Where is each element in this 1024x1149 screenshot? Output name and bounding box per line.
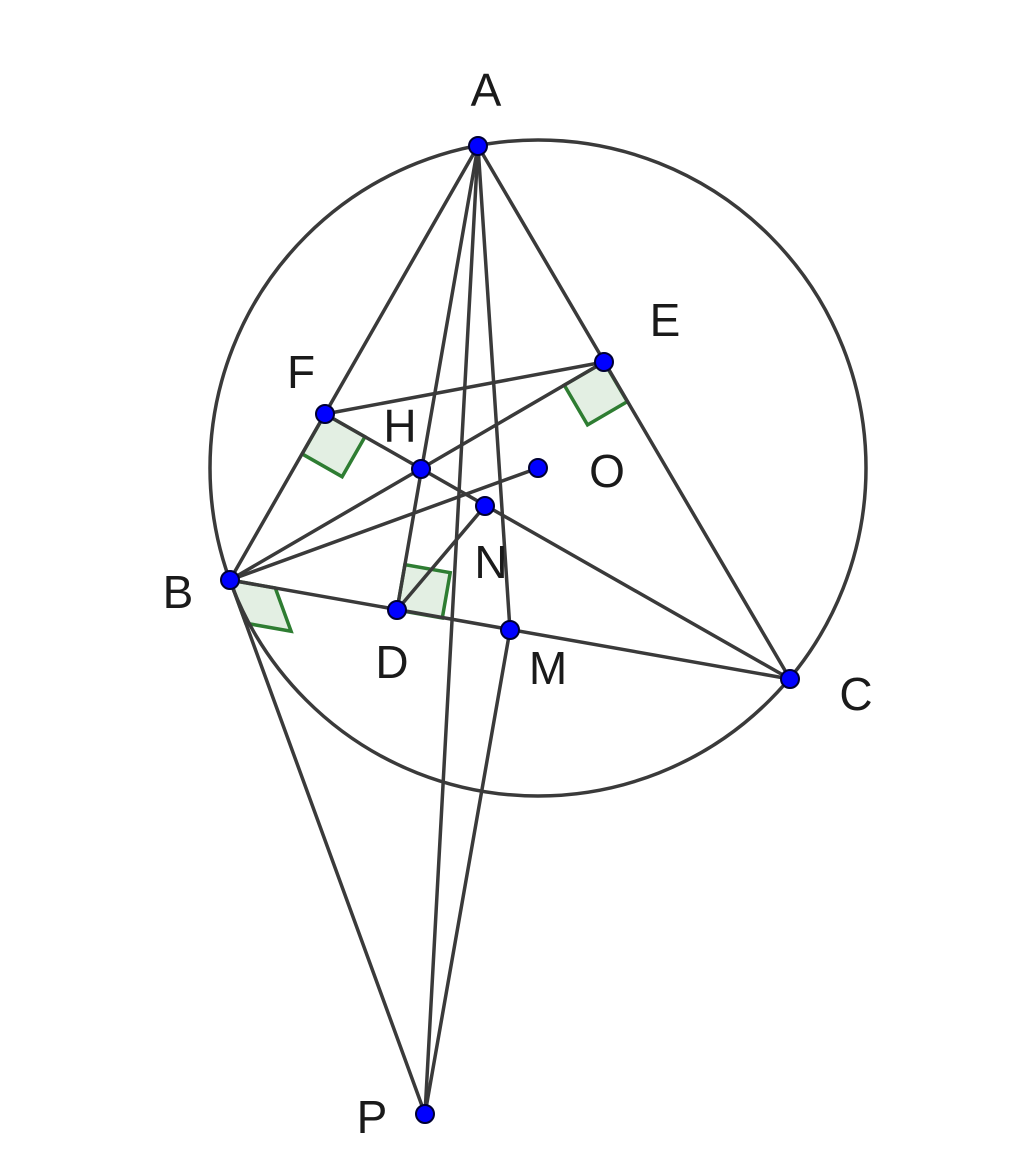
label-m: M [529,642,567,694]
segment-bp [228,578,427,1116]
segment-bo [228,466,540,582]
segment-ad [395,144,480,612]
label-d: D [375,636,408,688]
point-c [780,669,800,689]
label-n: N [474,536,507,588]
label-e: E [650,294,681,346]
point-o [528,458,548,478]
point-a [468,136,488,156]
point-m [500,620,520,640]
segment-dn [395,504,487,612]
segment-ab [228,144,480,582]
label-p: P [357,1091,388,1143]
right-angle-mark-f [299,411,368,480]
point-n [475,496,495,516]
right-angle-mark-e [561,359,630,428]
point-d [387,600,407,620]
segment-pm [423,628,512,1116]
point-b [220,570,240,590]
segment-am [476,144,512,632]
label-a: A [471,64,502,116]
points-layer [220,136,800,1124]
labels-layer: A B C D E F H O N M P [163,64,873,1143]
point-f [315,404,335,424]
point-e [594,352,614,372]
label-h: H [383,400,416,452]
segment-ap [423,144,480,1116]
label-c: C [839,668,872,720]
point-h [411,459,431,479]
segment-ac [476,144,792,681]
circumcircle-layer [208,138,868,798]
label-f: F [287,346,315,398]
segment-fc [323,412,792,681]
segment-fe [323,360,606,416]
label-b: B [163,566,194,618]
label-o: O [589,445,625,497]
point-p [415,1104,435,1124]
circumcircle [208,138,868,798]
segments-layer [228,144,792,1116]
